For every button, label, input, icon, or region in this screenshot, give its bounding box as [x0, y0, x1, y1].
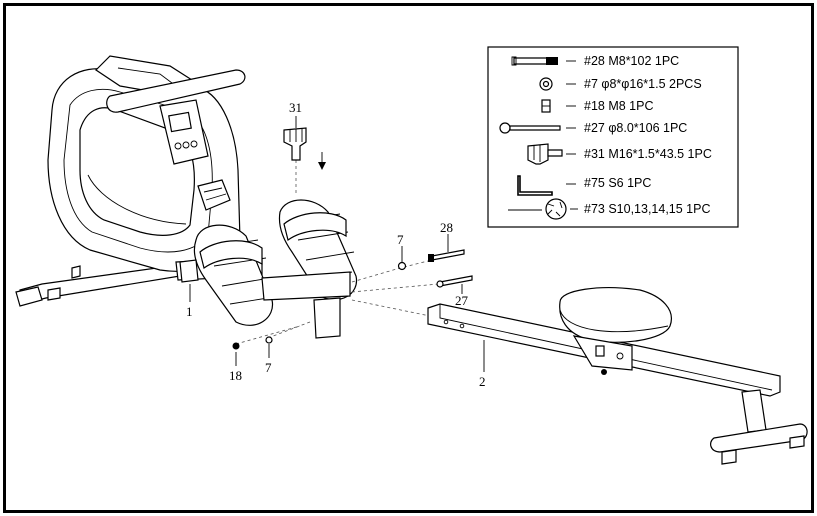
callout-18: 18 — [229, 368, 242, 383]
callout-27: 27 — [455, 293, 469, 308]
legend-item-7: #7 φ8*φ16*1.5 2PCS — [584, 77, 702, 91]
callout-28: 28 — [440, 220, 453, 235]
parts-legend: #28 M8*102 1PC #7 φ8*φ16*1.5 2PCS #18 M8… — [487, 46, 739, 228]
rail-and-seat — [427, 287, 808, 465]
callouts: 31 28 7 27 1 2 18 7 — [186, 100, 486, 389]
diagram-frame — [3, 3, 814, 513]
legend-item-31: #31 M16*1.5*43.5 1PC — [584, 147, 712, 161]
legend-item-75: #75 S6 1PC — [584, 176, 651, 190]
legend-item-73: #73 S10,13,14,15 1PC — [584, 202, 711, 216]
legend-item-27: #27 φ8.0*106 1PC — [584, 121, 687, 135]
washer-icon — [539, 77, 553, 91]
legend-item-18: #18 M8 1PC — [584, 99, 653, 113]
pin-icon — [499, 122, 561, 134]
allen-key-icon — [517, 175, 553, 196]
callout-7-top: 7 — [397, 232, 404, 247]
callout-1: 1 — [186, 304, 193, 319]
callout-31: 31 — [289, 100, 302, 115]
callout-7-bottom: 7 — [265, 360, 272, 375]
foot-pedals — [179, 199, 358, 339]
bolt-icon — [511, 56, 558, 66]
legend-item-28: #28 M8*102 1PC — [584, 54, 679, 68]
nut-icon — [541, 99, 551, 113]
hardware-parts — [232, 127, 473, 350]
callout-2: 2 — [479, 374, 486, 389]
knob-icon — [527, 143, 563, 165]
assembly-guides — [235, 160, 461, 345]
wrench-icon — [508, 198, 567, 220]
